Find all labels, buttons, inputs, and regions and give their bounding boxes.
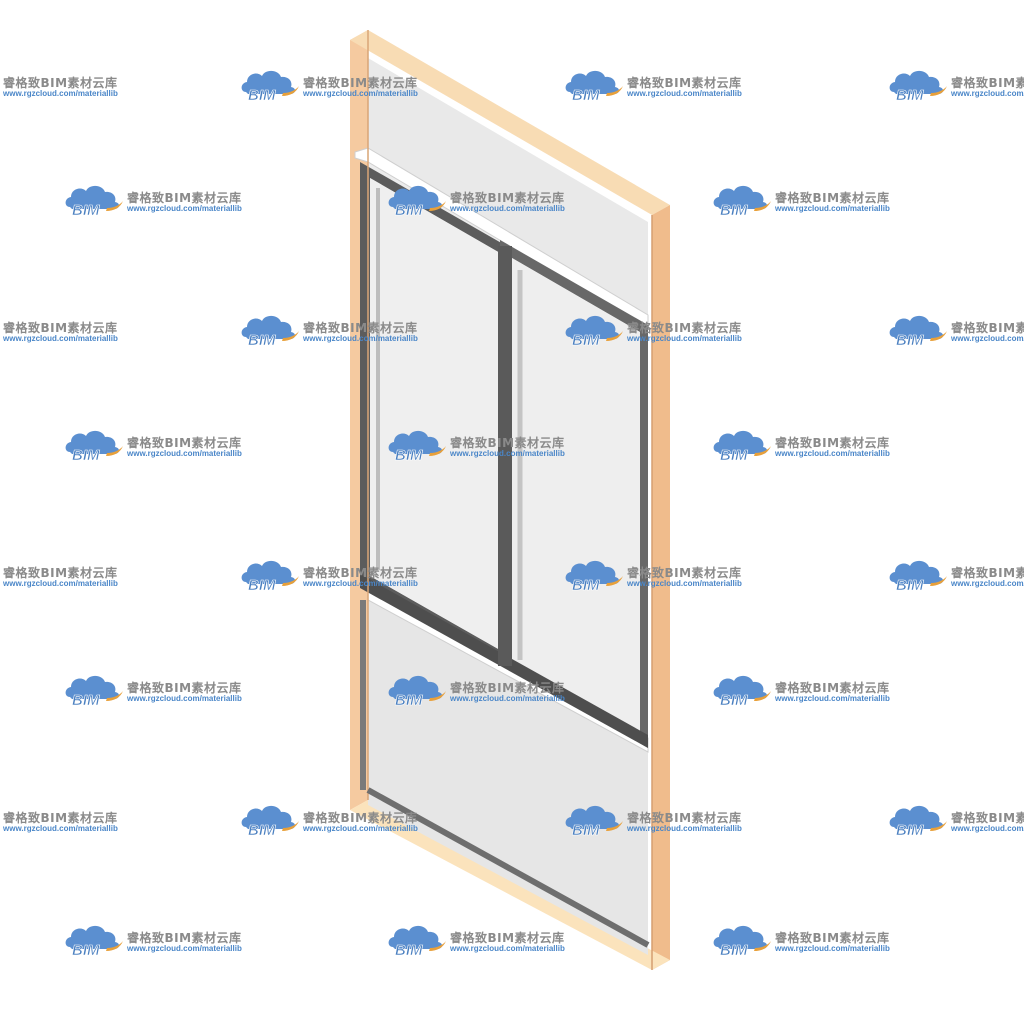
sliding-sashes <box>360 162 648 748</box>
frame-edges <box>360 30 653 970</box>
frame-bottom-face <box>350 800 670 970</box>
upper-fixed-glass <box>368 58 648 322</box>
right-sash-glass <box>512 258 640 735</box>
meeting-stile <box>498 246 512 666</box>
lower-glass-bottom-edge <box>366 787 650 948</box>
frame-top-face <box>350 30 670 215</box>
window-frame <box>350 30 670 970</box>
left-sash-glass <box>370 178 500 650</box>
frame-right-side <box>652 205 670 970</box>
